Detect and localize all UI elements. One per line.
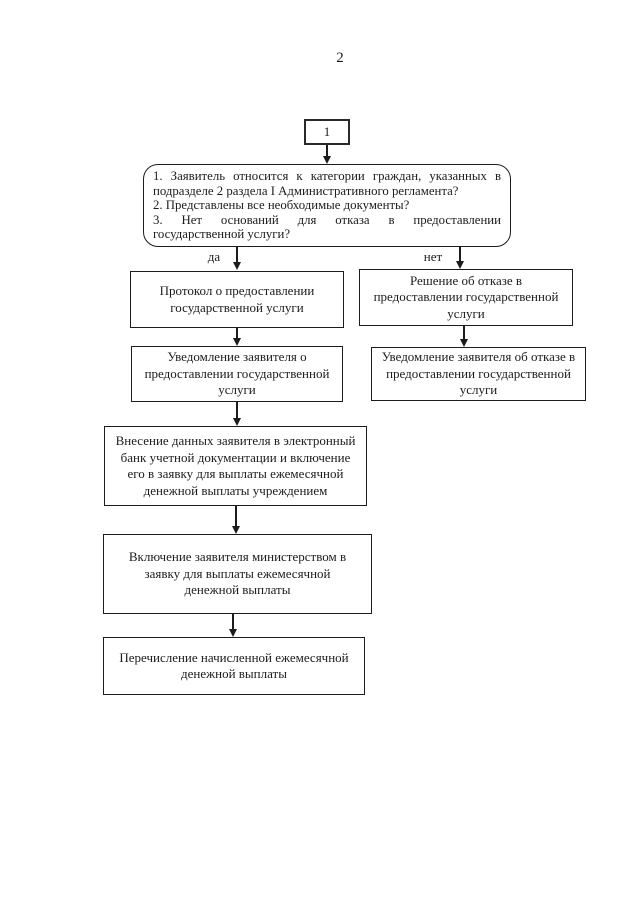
- box-data-entry-text: Внесение данных заявителя в электронный …: [115, 433, 356, 498]
- box-protocol: Протокол о предоставлении государственно…: [130, 271, 344, 328]
- box-payment-transfer-text: Перечисление начисленной ежемесячной ден…: [119, 649, 349, 682]
- arrow-yes-5-head-icon: [228, 629, 237, 637]
- arrow-no-2-head-icon: [459, 339, 468, 347]
- box-refusal-decision-text: Решение об отказе в предоставлении госуд…: [373, 272, 559, 321]
- arrow-yes-1-line: [236, 247, 238, 263]
- box-notify-refusal: Уведомление заявителя об отказе в предос…: [371, 347, 586, 401]
- box-refusal-decision: Решение об отказе в предоставлении госуд…: [359, 269, 573, 326]
- arrow-no-1-head-icon: [455, 261, 464, 269]
- decision-item: 2. Представлены все необходимые документ…: [153, 198, 410, 213]
- flow-entry-connector: 1: [304, 119, 350, 145]
- box-ministry-inclusion-text: Включение заявителя министерством в заяв…: [128, 549, 347, 598]
- box-protocol-text: Протокол о предоставлении государственно…: [159, 283, 315, 315]
- box-notify-refusal-text: Уведомление заявителя об отказе в предос…: [381, 349, 576, 398]
- arrow-yes-3-line: [236, 402, 238, 419]
- box-data-entry: Внесение данных заявителя в электронный …: [104, 426, 367, 506]
- box-notify-approval-text: Уведомление заявителя о предоставлении г…: [144, 349, 330, 398]
- arrow-entry-head-icon: [322, 156, 331, 164]
- box-notify-approval: Уведомление заявителя о предоставлении г…: [131, 346, 343, 402]
- arrow-yes-3-head-icon: [232, 418, 241, 426]
- arrow-yes-1-head-icon: [232, 262, 241, 270]
- decision-item: 3. Нет оснований для отказа в предоставл…: [153, 212, 501, 242]
- arrow-no-1-line: [459, 247, 461, 262]
- arrow-yes-4-line: [235, 506, 237, 527]
- branch-label-yes: да: [207, 249, 221, 264]
- decision-box: 1. Заявитель относится к категории гражд…: [143, 164, 511, 247]
- arrow-yes-4-head-icon: [231, 526, 240, 534]
- flow-entry-connector-label: 1: [323, 124, 331, 139]
- box-ministry-inclusion: Включение заявителя министерством в заяв…: [103, 534, 372, 614]
- decision-item: 1. Заявитель относится к категории гражд…: [153, 169, 501, 198]
- arrow-yes-2-line: [236, 328, 238, 339]
- arrow-yes-2-head-icon: [232, 338, 241, 346]
- page-number: 2: [336, 50, 344, 66]
- arrow-entry-line: [326, 145, 328, 157]
- branch-label-no: нет: [423, 249, 443, 264]
- arrow-yes-5-line: [232, 614, 234, 630]
- box-payment-transfer: Перечисление начисленной ежемесячной ден…: [103, 637, 365, 695]
- arrow-no-2-line: [463, 326, 465, 340]
